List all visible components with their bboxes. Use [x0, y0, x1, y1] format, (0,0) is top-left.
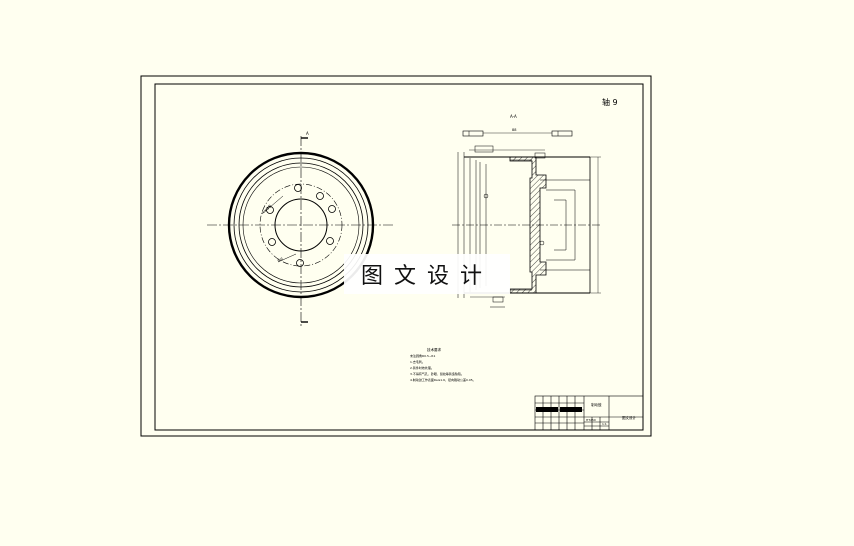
technical-notes: 技术要求 未注圆角R0.5~R1 1.去毛刺。 2.铸件时效处理。 3.不得有气… [410, 347, 476, 382]
title-company: 图文设计 [622, 415, 636, 420]
svg-text:88: 88 [512, 128, 516, 132]
note-line-0: 未注圆角R0.5~R1 [410, 353, 435, 358]
section-view: A-A 88 [452, 114, 601, 308]
section-mark-top: A [306, 131, 309, 136]
corner-label: 轴 9 [602, 97, 618, 107]
svg-text:4×Φ8: 4×Φ8 [260, 203, 272, 215]
note-line-1: 1.去毛刺。 [410, 359, 425, 364]
note-line-3: 3.不得有气孔、砂眼、裂纹等铸造缺陷。 [410, 371, 464, 376]
section-view-label: A-A [510, 114, 517, 119]
title-part-name: 制动鼓 [591, 402, 602, 407]
title-scale: 1:1 [602, 422, 607, 426]
inner-border [154, 83, 644, 431]
note-line-4: 4.制动鼓工作表面Ra≤1.6，径向跳动公差0.05。 [410, 377, 476, 382]
title-block [534, 395, 644, 431]
front-view: A 4×Φ8 Φ6 [207, 131, 395, 326]
svg-text:Φ6: Φ6 [277, 256, 284, 263]
watermark-banner: 图文设计 [344, 254, 510, 294]
title-material: HT250 [586, 418, 596, 422]
notes-title: 技术要求 [427, 347, 441, 352]
note-line-2: 2.铸件时效处理。 [410, 365, 434, 370]
outer-border [140, 75, 652, 437]
